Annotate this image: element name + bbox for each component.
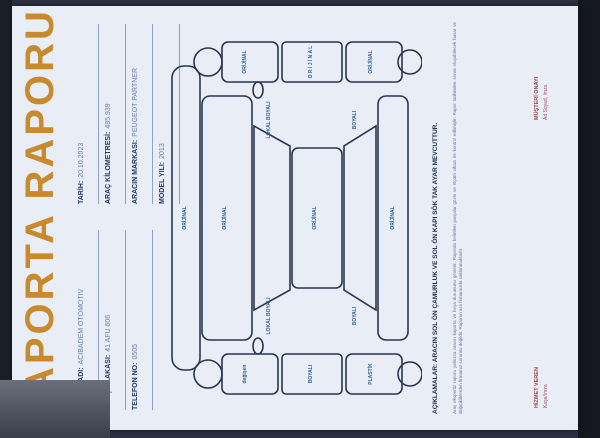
part-left-rear-panel: PLASTİK	[368, 363, 374, 385]
car-outline-drawing	[171, 41, 423, 395]
part-left-front-door: BOYALI	[308, 364, 314, 384]
part-left-front-fender: değişen	[242, 364, 248, 384]
field-phone: TELEFON NO: 0505	[132, 230, 153, 410]
background-right-edge	[578, 0, 600, 438]
part-roof: ORİJİNAL	[312, 206, 318, 230]
field-km: ARAÇ KİLOMETRESİ: 485.939	[105, 24, 126, 204]
part-right-rear-panel: ORİJİNAL	[368, 50, 374, 74]
field-brand: ARACIN MARKASI: PEUGEOT PARTNER	[132, 24, 153, 204]
signature-service: HİZMET VEREN Kaşe/İmza	[534, 367, 549, 408]
background-floor	[0, 380, 110, 438]
part-right-a-pillar: LOKAL BOYALI	[266, 101, 272, 139]
signature-service-sub: Kaşe/İmza	[543, 384, 549, 408]
part-right-front-fender: ORİJİNAL	[242, 50, 248, 74]
car-diagram: ORİJİNAL ORİJİNAL ORİJİNAL ORİJİNAL deği…	[162, 36, 423, 400]
field-date: TARİH: 20.10.2023	[78, 24, 99, 204]
field-phone-label: TELEFON NO:	[132, 362, 139, 410]
notes-text: Araç ekspertiz raporu yalnızca aracın ka…	[452, 22, 463, 414]
field-plate-value: 41 AFU 606	[105, 314, 112, 352]
part-right-door: O R İ J İ N A L	[308, 45, 314, 79]
signature-customer: MÜŞTERİ ONAYI Ad Soyad, İmza	[534, 77, 549, 120]
field-date-value: 20.10.2023	[78, 142, 85, 178]
part-left-c-pillar: BOYALI	[352, 306, 358, 326]
report-sheet: KAPORTA RAPORU ADI SOYADI:ACIBADEM OTOMO…	[12, 6, 578, 430]
part-right-c-pillar: BOYALI	[352, 110, 358, 130]
rotated-report-content: KAPORTA RAPORU ADI SOYADI:ACIBADEM OTOMO…	[12, 6, 578, 430]
signature-customer-sub: Ad Soyad, İmza	[543, 84, 549, 120]
notes-heading: AÇIKLAMALAR: ARACIN SOL ÖN ÇAMURLUK VE S…	[432, 122, 439, 414]
field-phone-value: 0505	[132, 343, 139, 360]
signature-service-title: HİZMET VEREN	[534, 367, 540, 408]
field-brand-label: ARACIN MARKASI:	[132, 139, 139, 204]
field-name-value: ACIBADEM OTOMOTIV	[78, 288, 85, 365]
field-brand-value: PEUGEOT PARTNER	[132, 67, 139, 137]
report-title: KAPORTA RAPORU	[18, 8, 62, 428]
field-km-value: 485.939	[105, 103, 112, 129]
field-km-label: ARAÇ KİLOMETRESİ:	[105, 131, 112, 204]
field-date-label: TARİH:	[78, 180, 85, 204]
signature-customer-title: MÜŞTERİ ONAYI	[534, 76, 540, 120]
background-left-edge	[0, 0, 12, 438]
part-front-bumper: ORİJİNAL	[182, 206, 188, 230]
part-hood: ORİJİNAL	[222, 206, 228, 230]
part-left-a-pillar: LOKAL BOYALI	[266, 297, 272, 335]
part-rear: ORİJİNAL	[390, 206, 396, 230]
